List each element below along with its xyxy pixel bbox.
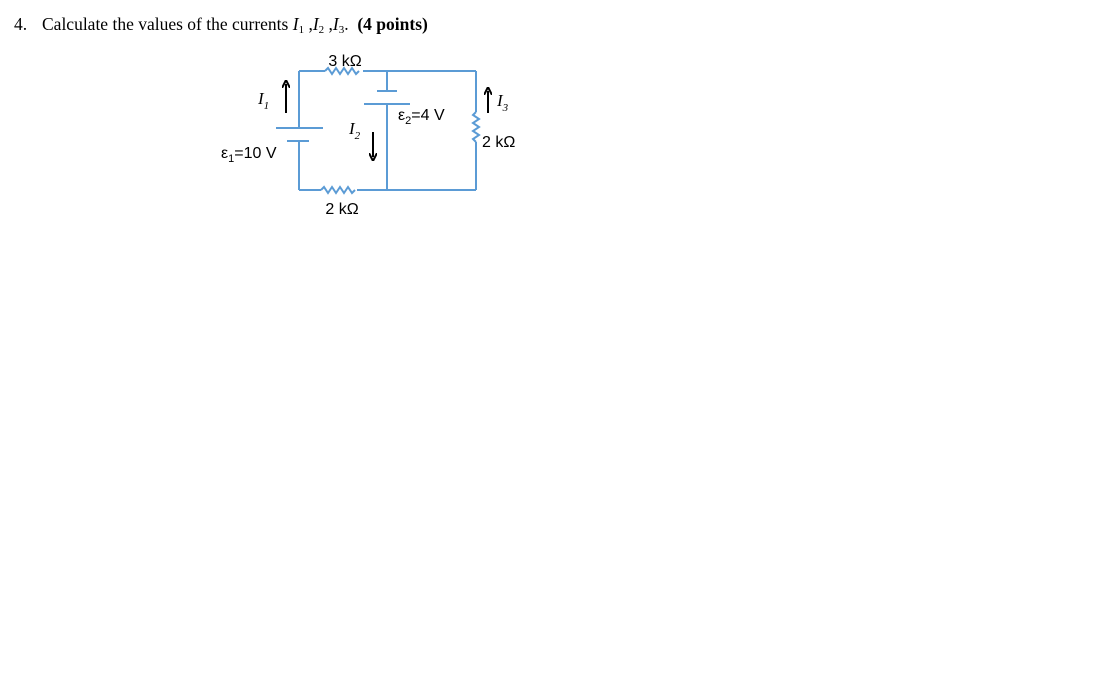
resistor-bottom-label: 2 kΩ	[325, 201, 358, 218]
resistor-right-2k	[471, 111, 481, 143]
current-i3-subscript: 3	[338, 24, 345, 36]
current-i3-symbol: I	[496, 91, 504, 110]
current-i2-symbol: I	[312, 14, 319, 34]
current-i1-subscript: 1	[264, 100, 270, 112]
emf1-value: =10 V	[234, 145, 277, 162]
separator: ,	[324, 14, 333, 34]
period: .	[344, 14, 349, 34]
current-i1-subscript: 1	[298, 24, 305, 36]
question-text: 4. Calculate the values of the currents I…	[14, 14, 428, 36]
question-number: 4.	[14, 14, 28, 34]
emf2-symbol: ε	[398, 107, 405, 124]
current-i2-subscript: 2	[355, 130, 361, 142]
emf1-label: ε1=10 V	[221, 145, 277, 165]
points-label: (4 points)	[357, 14, 428, 34]
current-i2-label: I2	[348, 119, 361, 142]
emf2-value: =4 V	[411, 107, 445, 124]
current-i1-symbol: I	[257, 89, 265, 108]
separator: ,	[304, 14, 313, 34]
circuit-wires	[276, 66, 481, 195]
current-i1-symbol: I	[292, 14, 299, 34]
current-i2-subscript: 2	[318, 24, 325, 36]
current-i3-subscript: 3	[502, 102, 509, 114]
resistor-bottom-2k	[320, 185, 356, 195]
emf1-subscript: 1	[228, 153, 234, 165]
current-i3-label: I3	[496, 91, 509, 114]
resistor-top-label: 3 kΩ	[328, 53, 361, 70]
current-i1-label: I1	[257, 89, 269, 112]
resistor-right-label: 2 kΩ	[482, 134, 515, 151]
current-i2-symbol: I	[348, 119, 356, 138]
current-i3-symbol: I	[332, 14, 339, 34]
question-prompt: Calculate the values of the currents	[42, 14, 293, 34]
emf2-label: ε2=4 V	[398, 107, 445, 127]
resistor-top-3k	[324, 66, 360, 76]
emf1-symbol: ε	[221, 145, 228, 162]
emf2-subscript: 2	[405, 115, 411, 127]
